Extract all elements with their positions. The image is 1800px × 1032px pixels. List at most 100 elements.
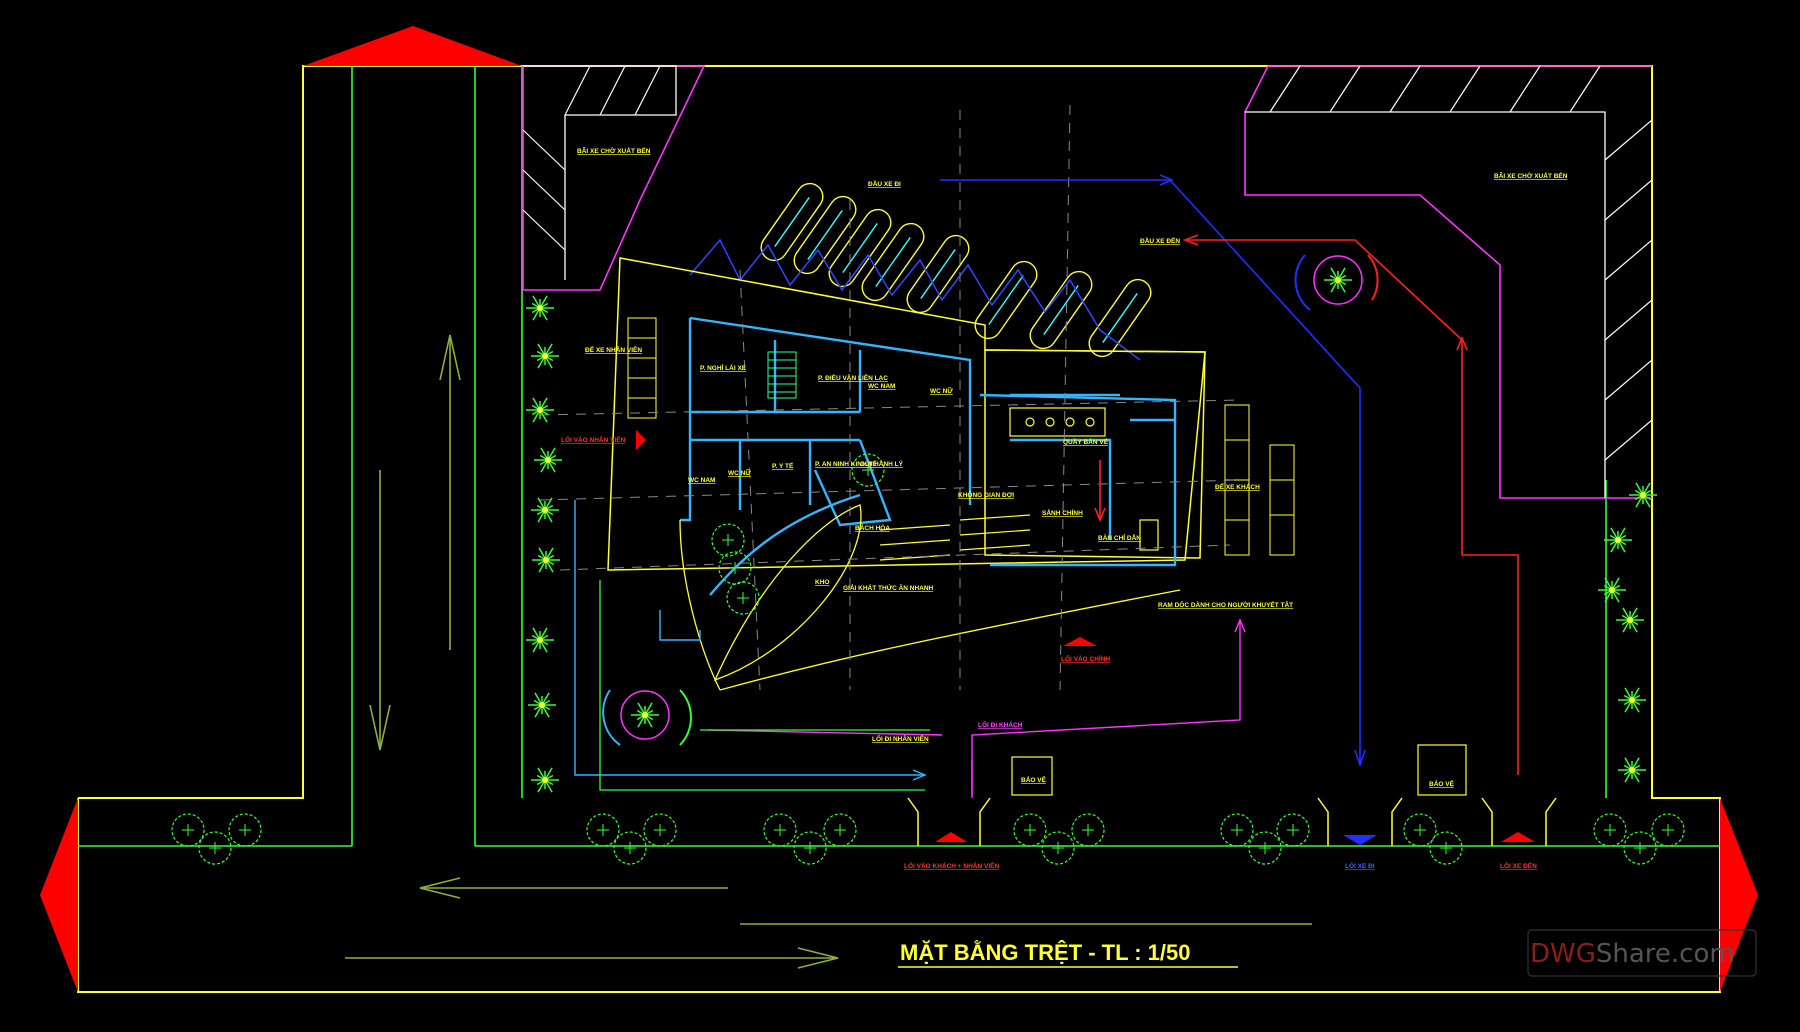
label-wc-male-1: WC NAM <box>868 383 895 390</box>
label-info-desk: BÀN CHỈ DẪN <box>1098 533 1141 542</box>
palm-tree <box>1616 607 1644 633</box>
palm-tree <box>531 497 559 523</box>
staff-green-route <box>599 580 925 791</box>
staff-routes <box>574 500 927 781</box>
watermark-part1: DWG <box>1530 939 1596 969</box>
tree <box>1593 813 1627 847</box>
trees <box>171 453 1685 865</box>
roundabout-right <box>1294 254 1379 311</box>
tree <box>726 581 760 615</box>
palm-tree <box>1629 482 1657 508</box>
bus-platform-edge <box>689 238 1141 361</box>
tree <box>1651 813 1685 847</box>
label-parking-right: BÃI XE CHỜ XUẤT BẾN <box>1494 170 1568 180</box>
tree <box>823 813 857 847</box>
label-luggage: GỬI HÀNH LÝ <box>860 459 904 468</box>
palm-tree <box>531 343 559 369</box>
label-guard-2: BẢO VỆ <box>1429 779 1455 788</box>
label-wc-female-1: WC NỮ <box>930 386 953 395</box>
bus-bay <box>906 234 970 314</box>
palm-tree <box>528 692 556 718</box>
tree <box>1013 813 1047 847</box>
waiting-seating <box>879 514 1031 561</box>
ticket-counter <box>1009 407 1106 437</box>
tree <box>718 551 752 585</box>
palm-tree <box>1618 687 1646 713</box>
tree <box>793 831 827 865</box>
palm-tree <box>1618 757 1646 783</box>
palm-tree <box>1324 267 1352 293</box>
label-bus-in: ĐẦU XE ĐẾN <box>1140 235 1180 245</box>
palm-tree <box>526 295 554 321</box>
label-wc-female-2: WC NỮ <box>728 468 751 477</box>
guard-houses <box>1011 744 1467 796</box>
bus-bays <box>760 182 1152 358</box>
bus-bay <box>828 208 892 288</box>
watermark: DWGShare.com <box>1527 929 1757 977</box>
bus-bay <box>974 260 1038 340</box>
tree <box>586 813 620 847</box>
palm-tree <box>534 447 562 473</box>
label-staff-entry: LỐI VÀO NHÂN VIÊN <box>561 434 626 444</box>
label-parking-left: BÃI XE CHỜ XUẤT BẾN <box>577 145 651 155</box>
label-waiting-hall: KHÔNG GIAN ĐỢI <box>958 490 1014 499</box>
tree <box>1403 813 1437 847</box>
label-gate-passenger-staff: LỐI VÀO KHÁCH + NHÂN VIÊN <box>904 860 999 870</box>
refreshment-hall <box>679 504 1181 691</box>
tree <box>1071 813 1105 847</box>
tree <box>763 813 797 847</box>
parking-left <box>522 65 706 291</box>
building-walls <box>680 316 1177 596</box>
label-grocery: BÁCH HÓA <box>855 523 890 532</box>
label-dispatch: P. ĐIỀU VẬN LIÊN LẠC <box>818 372 888 382</box>
tree <box>711 523 745 557</box>
label-gate-bus-out: LỐI XE ĐI <box>1345 860 1375 870</box>
label-staff-exit: LỐI ĐI NHÂN VIÊN <box>872 733 929 743</box>
label-ticket-counter: QUẦY BÁN VÉ <box>1063 436 1109 446</box>
palm-tree <box>526 397 554 423</box>
gate-curbs <box>907 797 1557 846</box>
bus-bay <box>760 182 824 262</box>
tree <box>851 453 885 487</box>
tree <box>1429 831 1463 865</box>
stairs <box>767 351 797 399</box>
bus-outflow-route <box>940 174 1366 768</box>
bus-bay <box>1088 278 1152 358</box>
palm-tree <box>526 627 554 653</box>
drawing-title: MẶT BẰNG TRỆT - TL : 1/50 <box>900 940 1191 965</box>
palm-trees <box>526 267 1657 793</box>
label-passenger-parking: ĐỂ XE KHÁCH <box>1215 482 1260 491</box>
label-kiosk: KHO <box>815 579 829 586</box>
tree <box>1041 831 1075 865</box>
building-outline <box>607 257 1206 571</box>
tree <box>1248 831 1282 865</box>
tree <box>171 813 205 847</box>
bus-bay <box>1029 270 1093 350</box>
palm-tree <box>531 767 559 793</box>
palm-tree <box>532 547 560 573</box>
label-wc-male-2: WC NAM <box>688 477 715 484</box>
label-passenger-exit: LỐI ĐI KHÁCH <box>978 719 1023 729</box>
label-security-room: P. AN NINH KINH TẾ <box>815 458 877 468</box>
label-staff-parking: ĐỂ XE NHÂN VIÊN <box>585 345 642 354</box>
label-main-lobby: SẢNH CHÍNH <box>1042 508 1083 517</box>
bus-bay <box>793 195 857 275</box>
label-ramp: RAM DỐC DÀNH CHO NGƯỜI KHUYẾT TẬT <box>1158 599 1293 609</box>
tree <box>228 813 262 847</box>
palm-tree <box>631 702 659 728</box>
north-marker <box>40 26 1758 992</box>
road-lines <box>78 66 1720 847</box>
watermark-part2: Share.com <box>1596 939 1735 969</box>
bus-inflow-route <box>1094 234 1519 775</box>
tree <box>643 813 677 847</box>
tree <box>1623 831 1657 865</box>
palm-tree <box>1604 527 1632 553</box>
tree <box>198 831 232 865</box>
label-ticket-room: P. Y TẾ <box>772 460 794 470</box>
label-driver-rest: P. NGHỈ LÁI XE <box>700 363 747 372</box>
site-boundary <box>77 65 1721 993</box>
tree <box>1276 813 1310 847</box>
label-bus-out: ĐẦU XE ĐI <box>868 178 901 188</box>
parking-right <box>1244 65 1653 499</box>
